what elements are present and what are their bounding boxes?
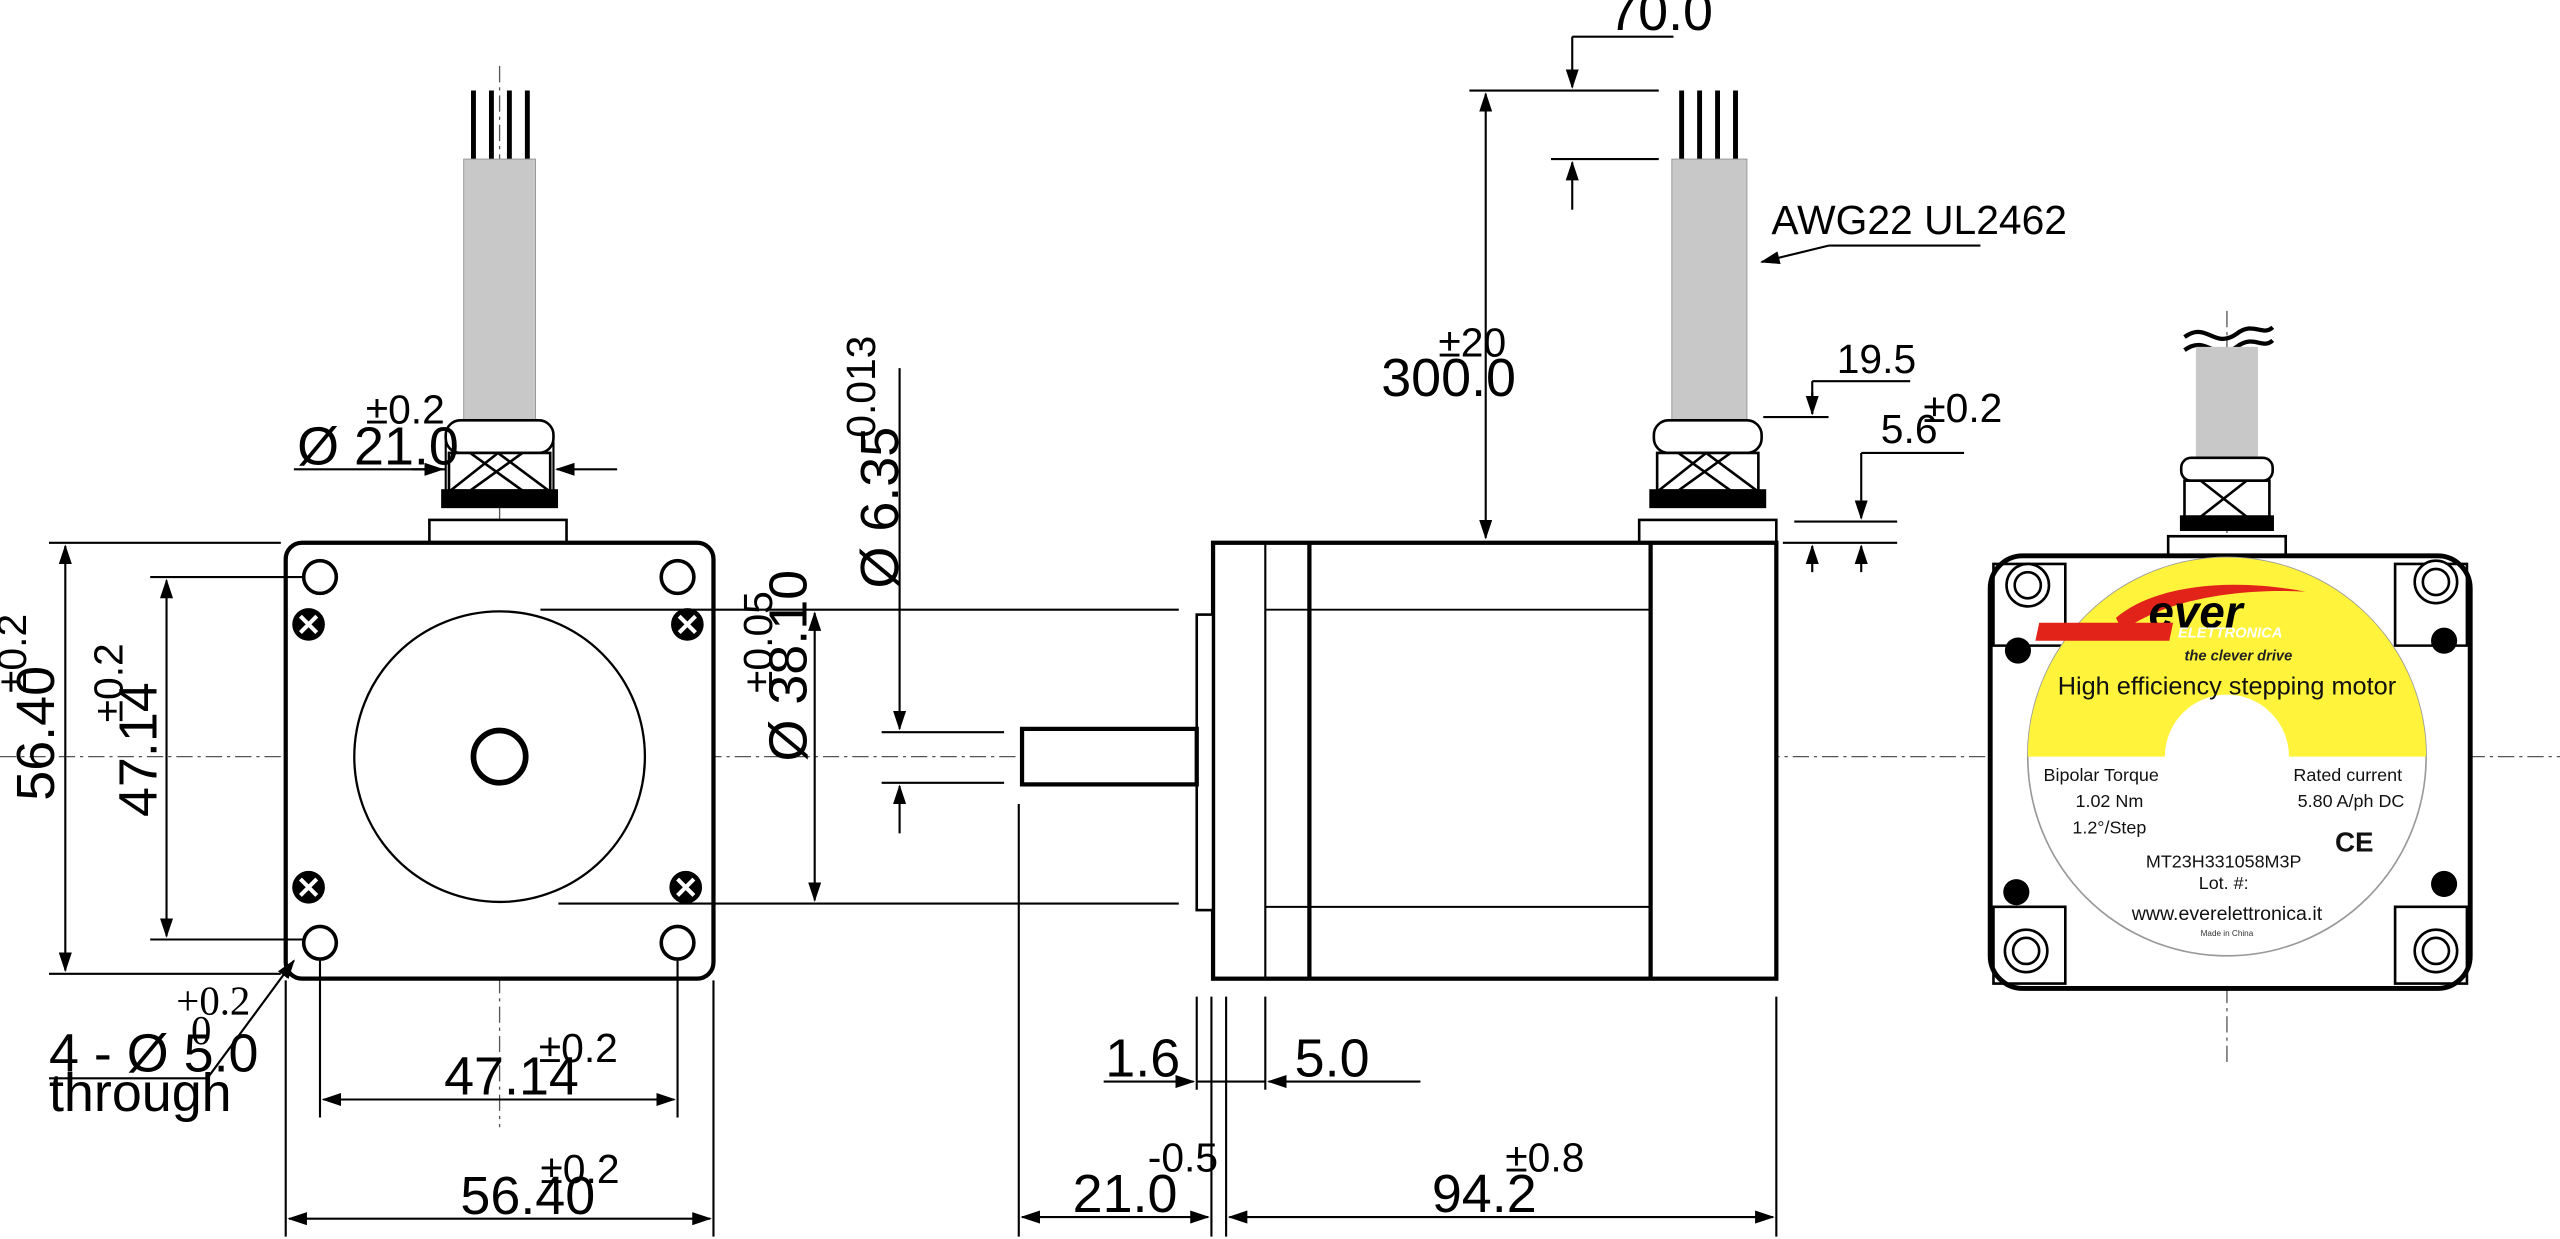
base-height-tolerance: ±0.2 xyxy=(1923,385,2002,431)
shaft-length-tolerance: -0.5 xyxy=(1148,1134,1218,1180)
flange-thickness-value: 5.0 xyxy=(1295,1029,1370,1089)
front-view xyxy=(283,90,716,981)
side-cable-gland xyxy=(1637,419,1778,545)
torque-value: 1.02 Nm xyxy=(2075,791,2143,811)
body-length-value: 94.2 xyxy=(1432,1164,1537,1224)
front-cable-sheath xyxy=(463,158,536,421)
mounting-holes-tol-upper: +0.2 xyxy=(176,979,250,1024)
body-length-tolerance: ±0.8 xyxy=(1505,1134,1584,1180)
current-value: 5.80 A/ph DC xyxy=(2298,791,2405,811)
brand-sub: ELETTRONICA xyxy=(2178,625,2282,641)
shaft-length-value: 21.0 xyxy=(1073,1164,1178,1224)
gland-diameter-tolerance: ±0.2 xyxy=(366,387,445,433)
mounting-holes-note-through: through xyxy=(49,1063,232,1123)
side-lead-wires xyxy=(1679,90,1738,160)
flange-height-tolerance: ±0.2 xyxy=(0,614,35,693)
hole-pitch-horizontal-value: 47.14 xyxy=(444,1047,579,1107)
model-number: MT23H331058M3P xyxy=(2146,852,2302,872)
shaft-end xyxy=(470,727,529,786)
mounting-holes xyxy=(301,558,696,961)
ce-mark-icon: CE xyxy=(2335,826,2374,857)
strip-length-value: 70.0 xyxy=(1608,0,1713,42)
hole-pitch-vertical-value: 47.14 xyxy=(109,682,169,817)
lead-length-value: 300.0 xyxy=(1381,348,1516,408)
ever-logo: ever ELETTRONICA the clever drive xyxy=(2035,584,2306,664)
step-angle: 1.2°/Step xyxy=(2072,817,2146,837)
side-dimension-text: Ø 6.35 -0.013 Ø 38.10 ±0.05 300.0 ±20 70… xyxy=(735,0,2067,1224)
logo-swoosh-icon xyxy=(2115,584,2306,631)
side-cable-sheath xyxy=(1671,158,1748,421)
label-yellow-band xyxy=(2027,557,2427,757)
made-in-origin: Made in China xyxy=(2201,929,2254,938)
flange-width-tolerance: ±0.2 xyxy=(540,1146,619,1192)
shaft-diameter-value: Ø 6.35 xyxy=(850,427,910,589)
front-cable-gland xyxy=(428,419,568,545)
front-lead-wires xyxy=(471,90,530,160)
gland-height-value: 19.5 xyxy=(1837,336,1916,382)
rear-screws xyxy=(2003,627,2458,906)
gland-diameter-value: Ø 21.0 xyxy=(297,416,459,476)
shaft-diameter-tolerance: -0.013 xyxy=(838,336,884,452)
rear-cable-sheath xyxy=(2195,346,2258,458)
torque-label: Bipolar Torque xyxy=(2044,765,2159,785)
pilot-depth-value: 1.6 xyxy=(1105,1029,1180,1089)
base-height-value: 5.6 xyxy=(1881,406,1938,452)
side-dimension-lines xyxy=(540,35,1981,1237)
current-label: Rated current xyxy=(2293,765,2402,785)
website-url: www.everelettronica.it xyxy=(2131,903,2323,925)
hole-pitch-vertical-tolerance: ±0.2 xyxy=(85,643,131,722)
flange-width-value: 56.40 xyxy=(460,1166,595,1226)
rear-view: ever ELETTRONICA the clever drive High e… xyxy=(1987,325,2473,991)
hole-pitch-horizontal-tolerance: ±0.2 xyxy=(539,1025,618,1071)
front-dimension-lines xyxy=(48,441,715,1237)
mounting-holes-tol-lower: 0 xyxy=(191,1008,211,1053)
front-dimension-text: 56.40 ±0.2 47.14 ±0.2 47.14 ±0.2 56.40 ±… xyxy=(0,387,620,1226)
rear-corner-pockets xyxy=(1992,559,2469,985)
side-view xyxy=(1019,90,1779,981)
flange-height-value: 56.40 xyxy=(6,666,66,801)
lead-length-tolerance: ±20 xyxy=(1438,320,1506,366)
motor-body xyxy=(1195,540,1779,981)
cable-spec-label: AWG22 UL2462 xyxy=(1771,197,2067,243)
brand-tagline: the clever drive xyxy=(2184,648,2292,664)
flange-screws xyxy=(292,608,704,904)
lot-number: Lot. #: xyxy=(2199,873,2249,893)
brand-sub-bar xyxy=(2035,622,2174,641)
pilot-boss xyxy=(353,610,647,904)
rear-cable-gland xyxy=(2166,456,2288,558)
motor-shaft xyxy=(1019,726,1199,787)
pilot-diameter-tolerance: ±0.05 xyxy=(735,591,781,693)
mounting-holes-note: 4 - Ø 5.0 xyxy=(49,1024,259,1084)
pilot-diameter-value: Ø 38.10 xyxy=(759,570,819,762)
label-title: High efficiency stepping motor xyxy=(2058,673,2396,701)
front-flange xyxy=(283,540,716,981)
